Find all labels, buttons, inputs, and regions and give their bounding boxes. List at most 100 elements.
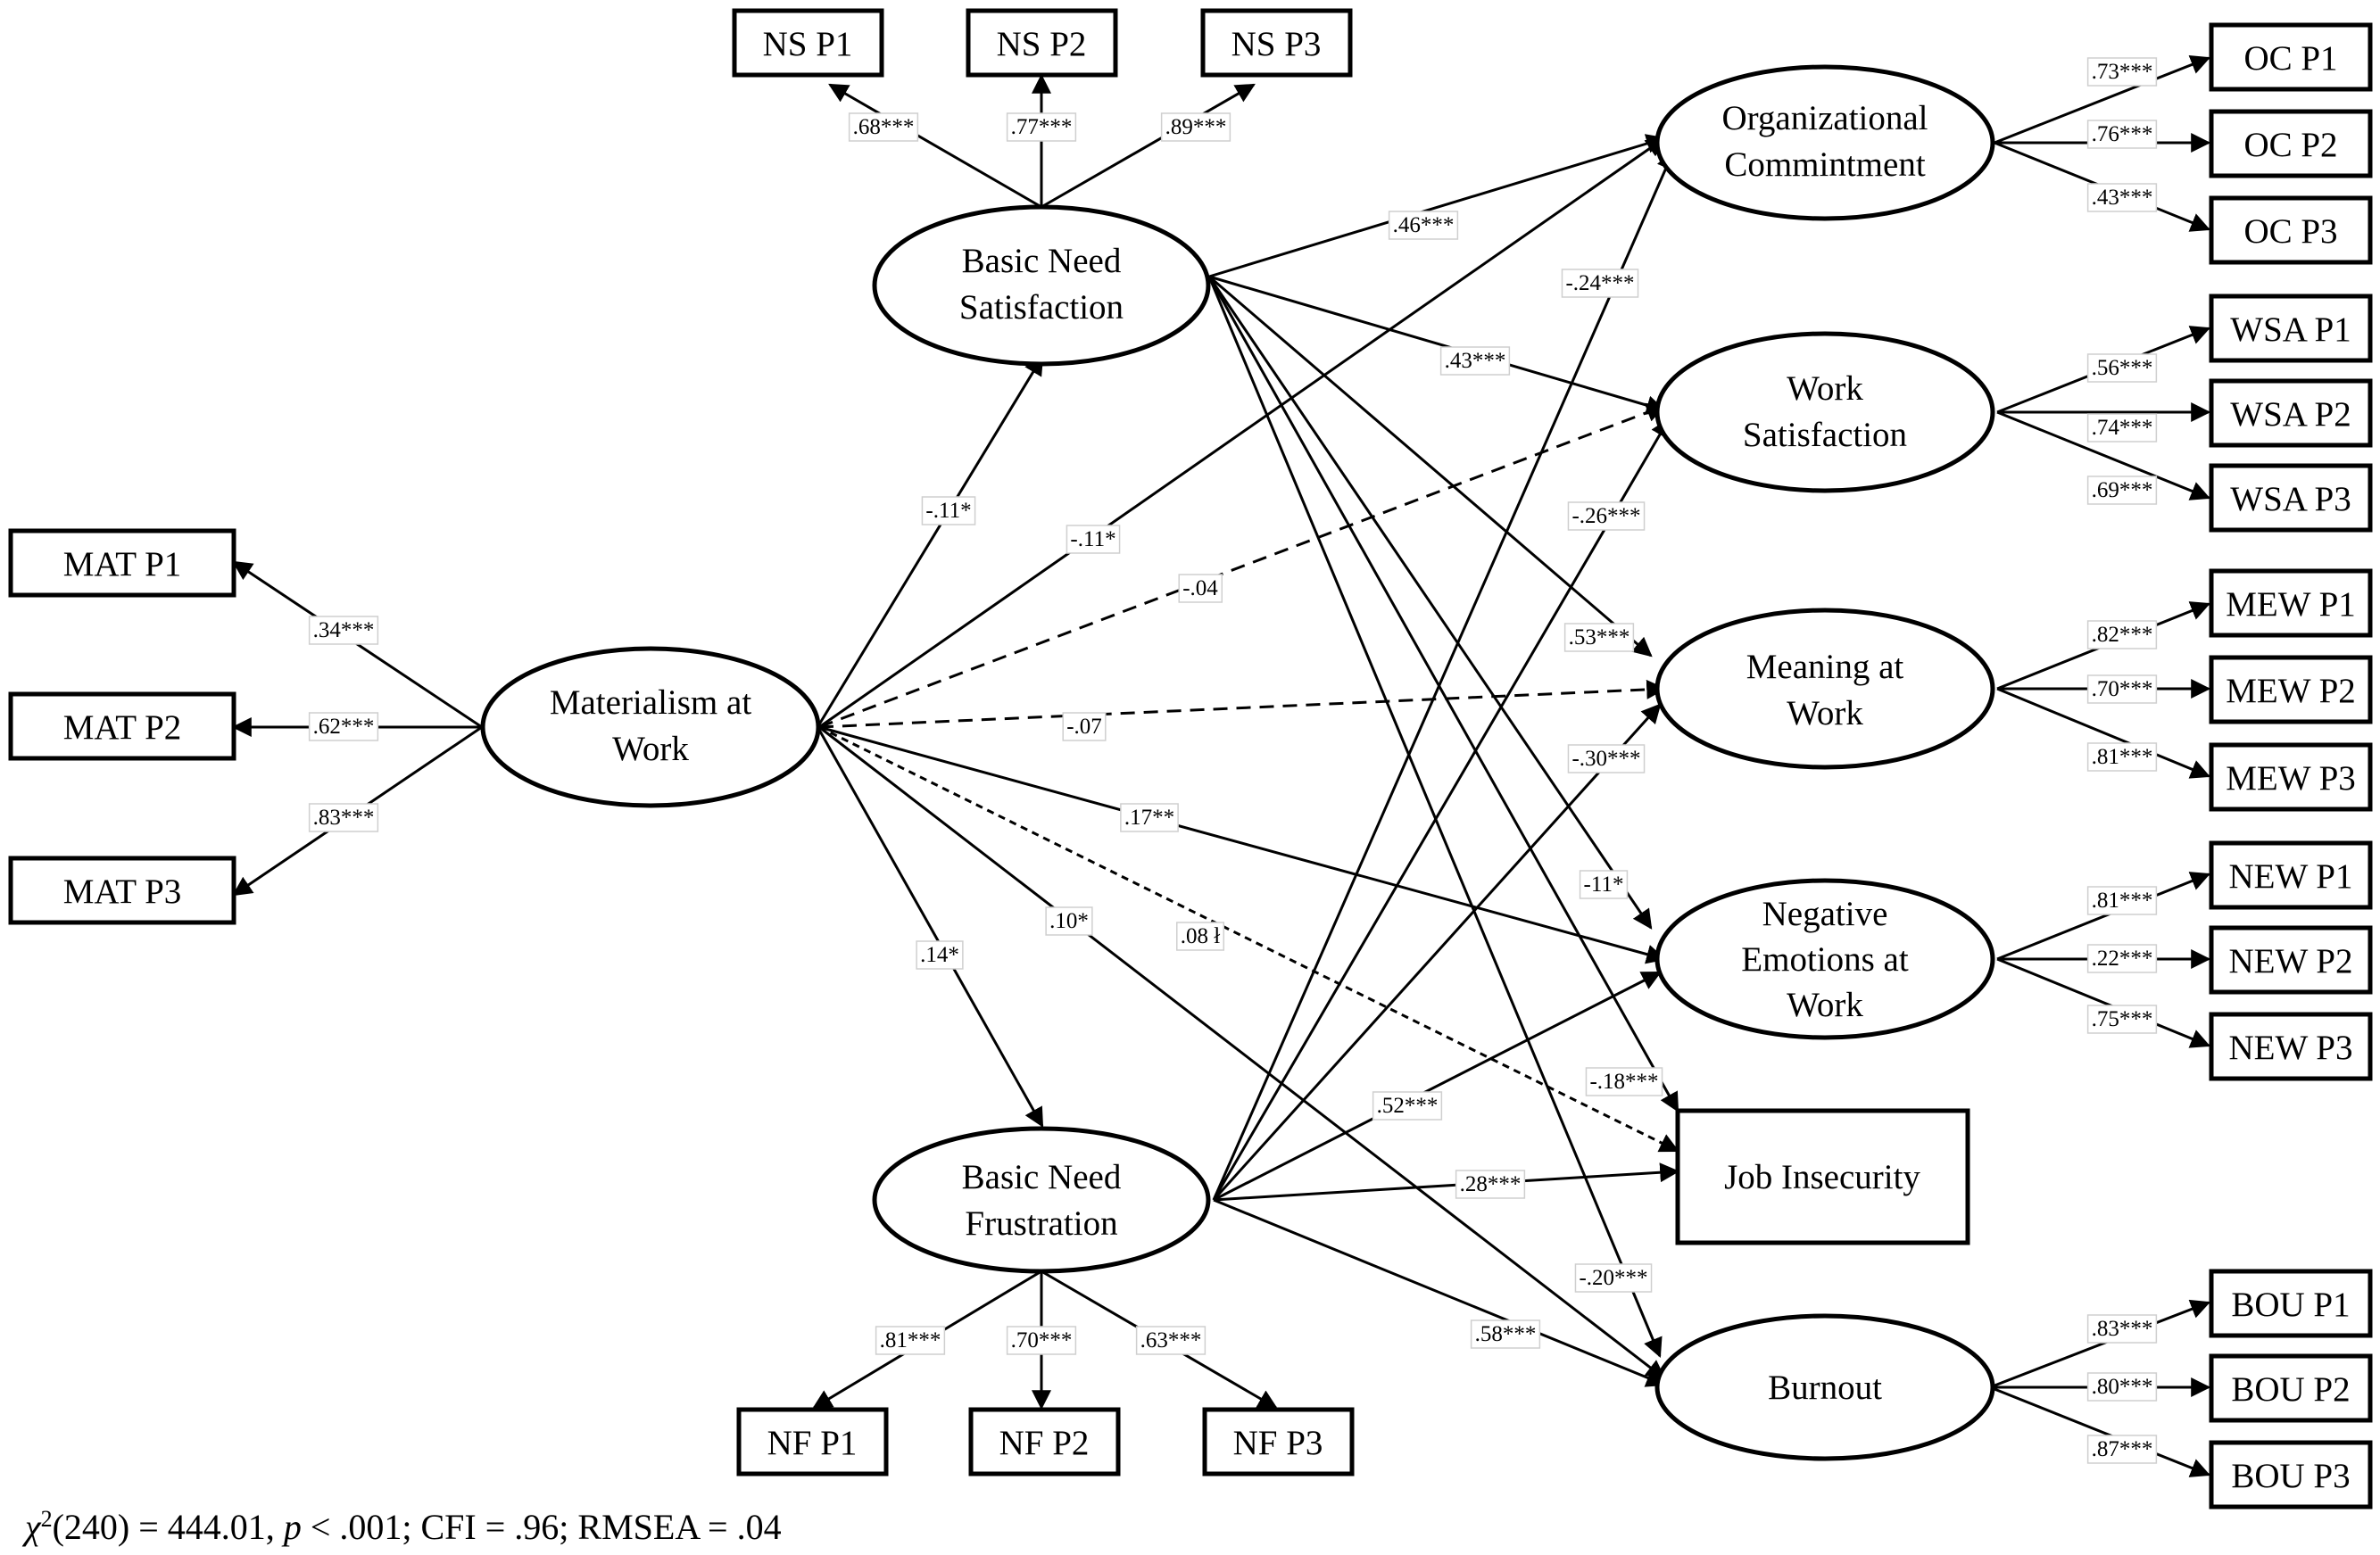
load-oc-p1 xyxy=(1994,55,2211,145)
coef-box xyxy=(2086,1314,2158,1344)
coef-box xyxy=(2086,476,2158,505)
coef-box xyxy=(1439,346,1511,376)
coef-box xyxy=(1585,1067,1663,1096)
bou-p3-label: BOU P3 xyxy=(2231,1457,2350,1495)
wsa-p2-label: WSA P2 xyxy=(2230,395,2351,434)
coef-nf-p2: .70*** xyxy=(1011,1328,1073,1352)
coef-bns-ws: .43*** xyxy=(1445,349,1506,373)
coef-box xyxy=(875,1326,946,1355)
coef-bns-ji: -.18*** xyxy=(1589,1070,1658,1094)
load-bou-p3 xyxy=(1989,1385,2211,1477)
box-nf-p3 xyxy=(1202,1407,1355,1476)
oc-p2-label: OC P2 xyxy=(2243,126,2337,164)
coef-ns-p2: .77*** xyxy=(1011,115,1073,139)
coef-bnf-bou: .58*** xyxy=(1475,1322,1537,1346)
coef-box xyxy=(1579,870,1629,899)
coef-box xyxy=(921,496,976,525)
path-bnf-ji xyxy=(1213,1162,1680,1202)
box-job-insecurity xyxy=(1675,1108,1970,1245)
coef-box xyxy=(1563,623,1635,652)
mew-p1-label: MEW P1 xyxy=(2226,585,2356,624)
path-mat-bnf xyxy=(817,729,1044,1128)
coef-mat-p1: .34*** xyxy=(313,618,375,642)
coef-mew-p3: .81*** xyxy=(2092,745,2153,769)
path-bns-oc xyxy=(1208,134,1667,278)
coef-box xyxy=(2086,183,2158,212)
nf-p1-label: NF P1 xyxy=(767,1424,858,1462)
coef-mat-new: .17** xyxy=(1124,806,1174,830)
box-oc-p1 xyxy=(2209,22,2373,92)
latent-burnout xyxy=(1654,1313,1995,1461)
latent-oc xyxy=(1654,64,1995,221)
coef-box xyxy=(308,803,379,832)
coef-mat-bou: .10* xyxy=(1049,909,1089,933)
fit-pre: (240) = 444.01, xyxy=(53,1507,284,1547)
path-bns-bou xyxy=(1207,276,1663,1359)
new-p2-label: NEW P2 xyxy=(2228,942,2352,980)
bou-p2-label: BOU P2 xyxy=(2231,1370,2350,1409)
coef-box xyxy=(2086,944,2158,973)
coef-bnf-ji: .28*** xyxy=(1460,1172,1522,1196)
observed-boxes xyxy=(8,8,2373,1510)
coef-new-p3: .75*** xyxy=(2092,1007,2153,1031)
coef-box xyxy=(1388,211,1459,240)
box-mat-p1 xyxy=(8,528,236,598)
path-bnf-new xyxy=(1213,971,1662,1202)
coef-box xyxy=(2086,620,2158,649)
coef-box xyxy=(2086,1005,2158,1034)
box-nf-p1 xyxy=(736,1407,889,1476)
box-mew-p2 xyxy=(2209,655,2373,724)
new-p3-label: NEW P3 xyxy=(2228,1029,2352,1067)
box-bou-p1 xyxy=(2209,1269,2373,1338)
load-mew-p3 xyxy=(1996,687,2211,779)
box-wsa-p2 xyxy=(2209,378,2373,448)
coef-box xyxy=(1066,525,1121,554)
mew-p2-label: MEW P2 xyxy=(2226,672,2356,710)
mat-p1-label: MAT P1 xyxy=(63,545,182,583)
path-bnf-oc xyxy=(1212,149,1676,1201)
fit-statistics: χ2(240) = 444.01, p < .001; CFI = .96; R… xyxy=(21,1506,782,1548)
box-ns-p1 xyxy=(732,8,884,78)
nf-p2-label: NF P2 xyxy=(999,1424,1090,1462)
path-mat-ws xyxy=(818,402,1667,729)
path-bns-ws xyxy=(1208,275,1667,415)
coef-mew-p2: .70*** xyxy=(2092,677,2153,701)
coef-mat-oc: -.11* xyxy=(1070,527,1115,551)
box-wsa-p3 xyxy=(2209,463,2373,533)
coef-bnf-new: .52*** xyxy=(1377,1094,1439,1118)
coef-box xyxy=(2086,742,2158,772)
latent-bnf xyxy=(872,1126,1211,1274)
observed-labels: MAT P1 MAT P2 MAT P3 NS P1 NS P2 NS P3 N… xyxy=(63,25,2356,1495)
fit-post: < .001; CFI = .96; RMSEA = .04 xyxy=(302,1507,782,1547)
coef-box xyxy=(1574,1263,1653,1293)
path-mat-bns xyxy=(817,355,1044,725)
box-ns-p3 xyxy=(1200,8,1353,78)
coef-nf-p1: .81*** xyxy=(880,1328,941,1352)
coef-bns-new: -11* xyxy=(1584,873,1624,897)
load-bou-p1 xyxy=(1989,1299,2211,1389)
oc-p3-label: OC P3 xyxy=(2243,212,2337,251)
coef-bnf-oc: -.24*** xyxy=(1565,271,1634,295)
box-mat-p3 xyxy=(8,856,236,925)
coef-mew-p1: .82*** xyxy=(2092,623,2153,647)
coef-wsa-p1: .56*** xyxy=(2092,356,2153,380)
path-bnf-bou xyxy=(1213,1198,1667,1387)
box-new-p2 xyxy=(2209,925,2373,995)
coef-box xyxy=(1567,501,1646,531)
load-new-p1 xyxy=(1996,872,2211,961)
coef-oc-p3: .43*** xyxy=(2092,186,2153,210)
coef-box xyxy=(2086,1435,2158,1464)
coef-box xyxy=(1470,1319,1541,1349)
coef-box xyxy=(1062,712,1107,741)
coef-nf-p3: .63*** xyxy=(1140,1328,1202,1352)
coef-box xyxy=(1178,574,1223,603)
coef-mat-ji: .08 ł xyxy=(1181,924,1221,948)
coef-box xyxy=(1372,1091,1443,1121)
coef-wsa-p2: .74*** xyxy=(2092,416,2153,440)
